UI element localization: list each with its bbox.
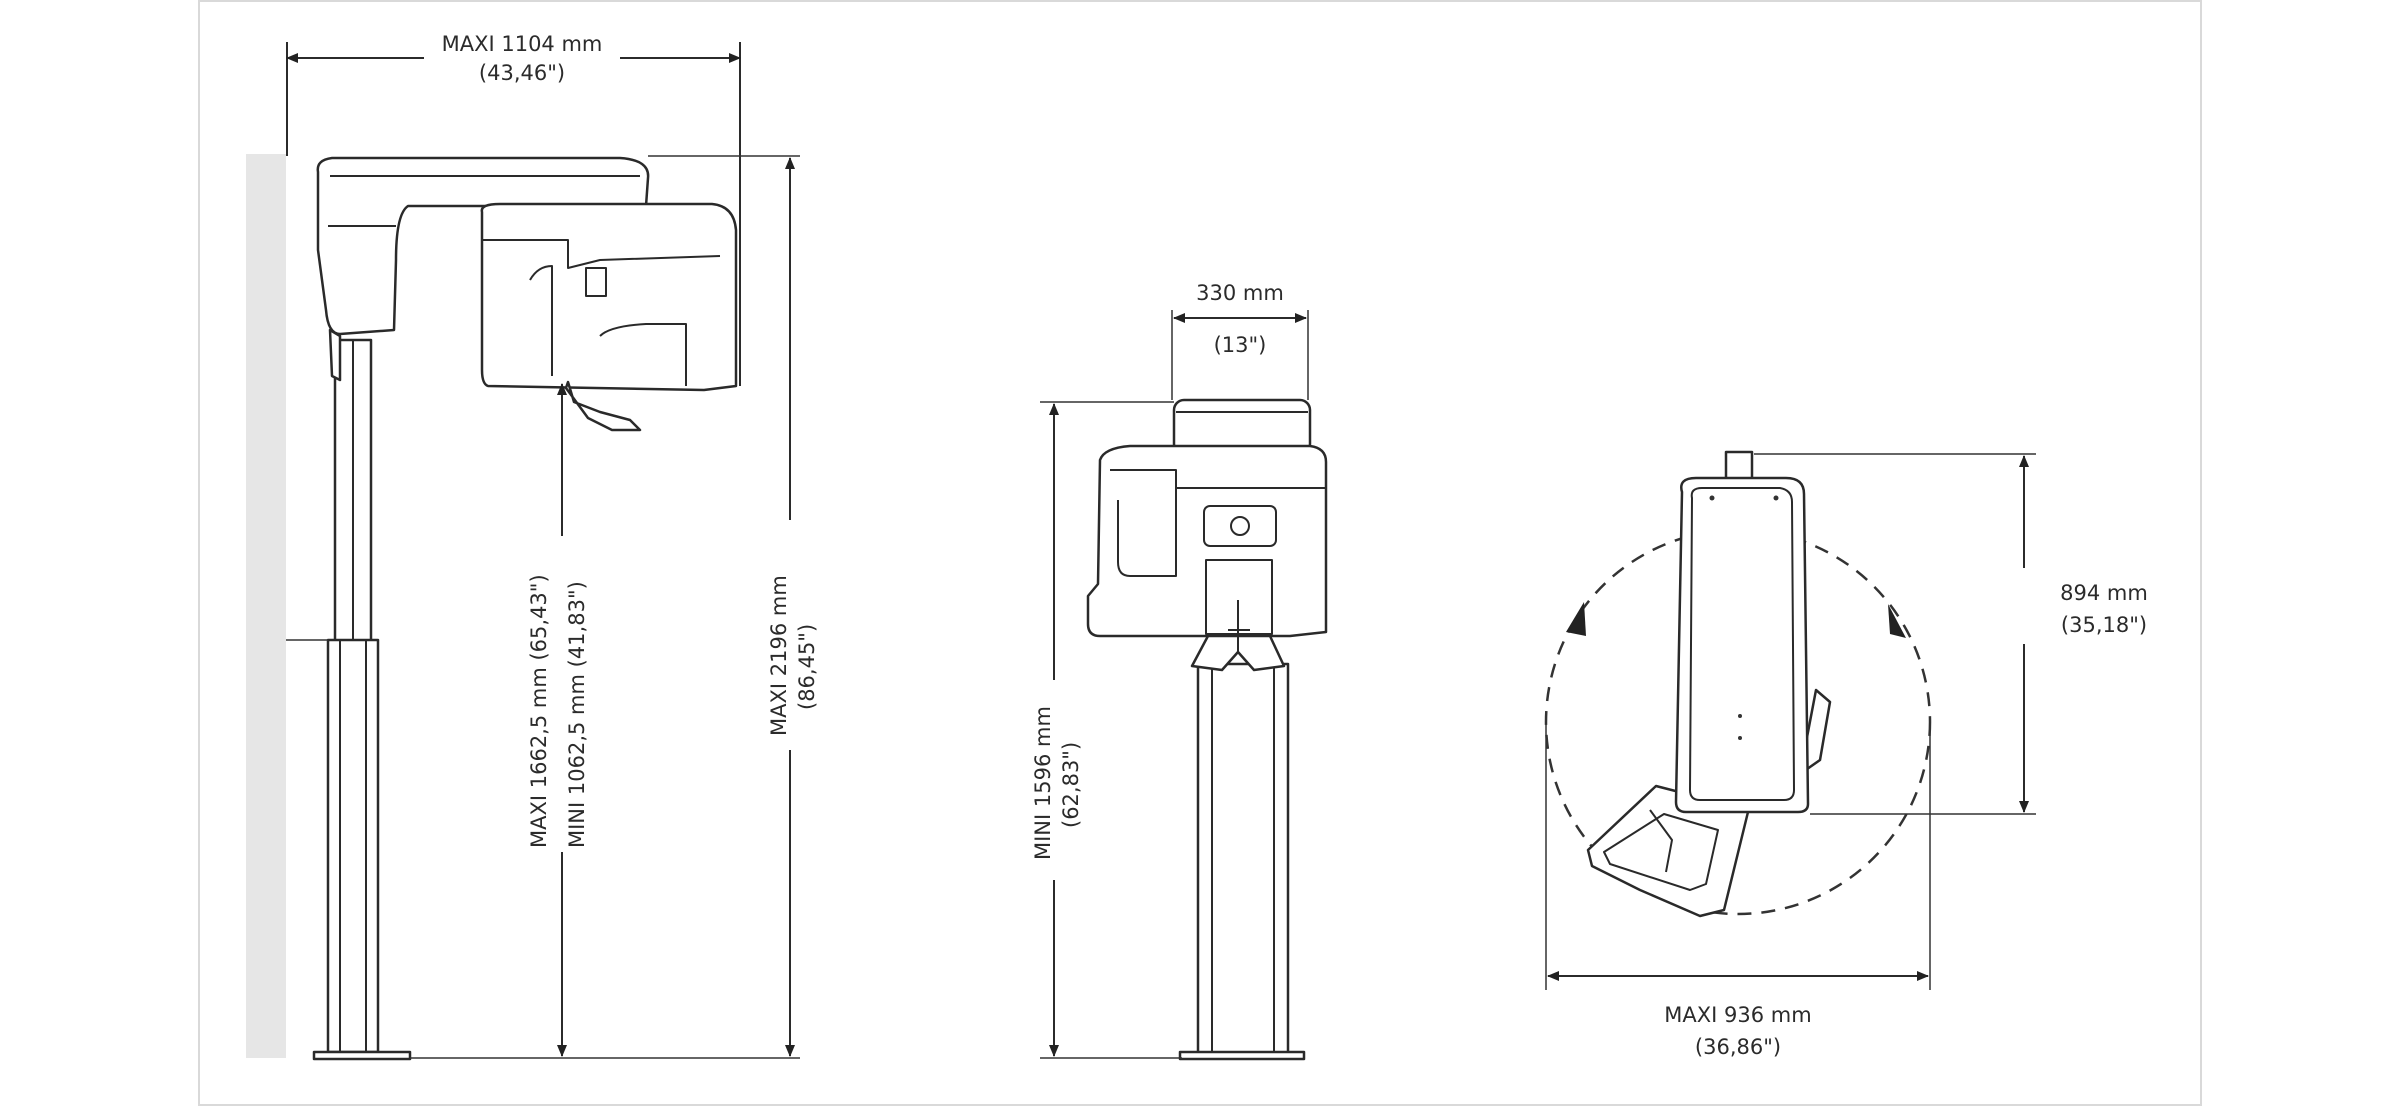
top-rotation-label-inches: (36,86")	[1695, 1035, 1781, 1059]
front-view: 330 mm (13") MINI 1596 mm (62,83")	[1024, 281, 1328, 1061]
front-height-min-label: MINI 1596 mm	[1031, 706, 1055, 860]
drawing-frame	[198, 0, 2202, 1106]
side-arm-min-label: MINI 1062,5 mm (41,83")	[565, 581, 589, 848]
top-depth-label: 894 mm	[2060, 581, 2148, 605]
front-height-min-label-inches: (62,83")	[1059, 742, 1083, 828]
side-column	[286, 338, 412, 1061]
side-width-label-inches: (43,46")	[479, 61, 565, 85]
side-height-max-label-inches: (86,45")	[795, 624, 819, 710]
side-width-label: MAXI 1104 mm	[442, 32, 603, 56]
top-rotation-label: MAXI 936 mm	[1664, 1003, 1811, 1027]
top-body	[1674, 450, 1810, 814]
rotation-arrow-left	[1566, 602, 1586, 636]
rotation-arrow-right	[1888, 604, 1906, 638]
side-arm-max-label: MAXI 1662,5 mm (65,43")	[527, 574, 551, 848]
front-width-label-inches: (13")	[1214, 333, 1267, 357]
front-head-unit	[1086, 398, 1328, 672]
side-head-unit	[316, 156, 738, 432]
wall	[246, 154, 286, 1058]
side-view: MAXI 1104 mm (43,46") MAXI 2196 mm (86,4…	[246, 26, 834, 1061]
top-view: 894 mm (35,18") MAXI 936 mm (36,86")	[1544, 450, 2148, 1059]
top-depth-label-inches: (35,18")	[2061, 613, 2147, 637]
front-width-label: 330 mm	[1196, 281, 1284, 305]
side-height-max-label: MAXI 2196 mm	[767, 575, 791, 736]
front-column	[1178, 662, 1306, 1061]
